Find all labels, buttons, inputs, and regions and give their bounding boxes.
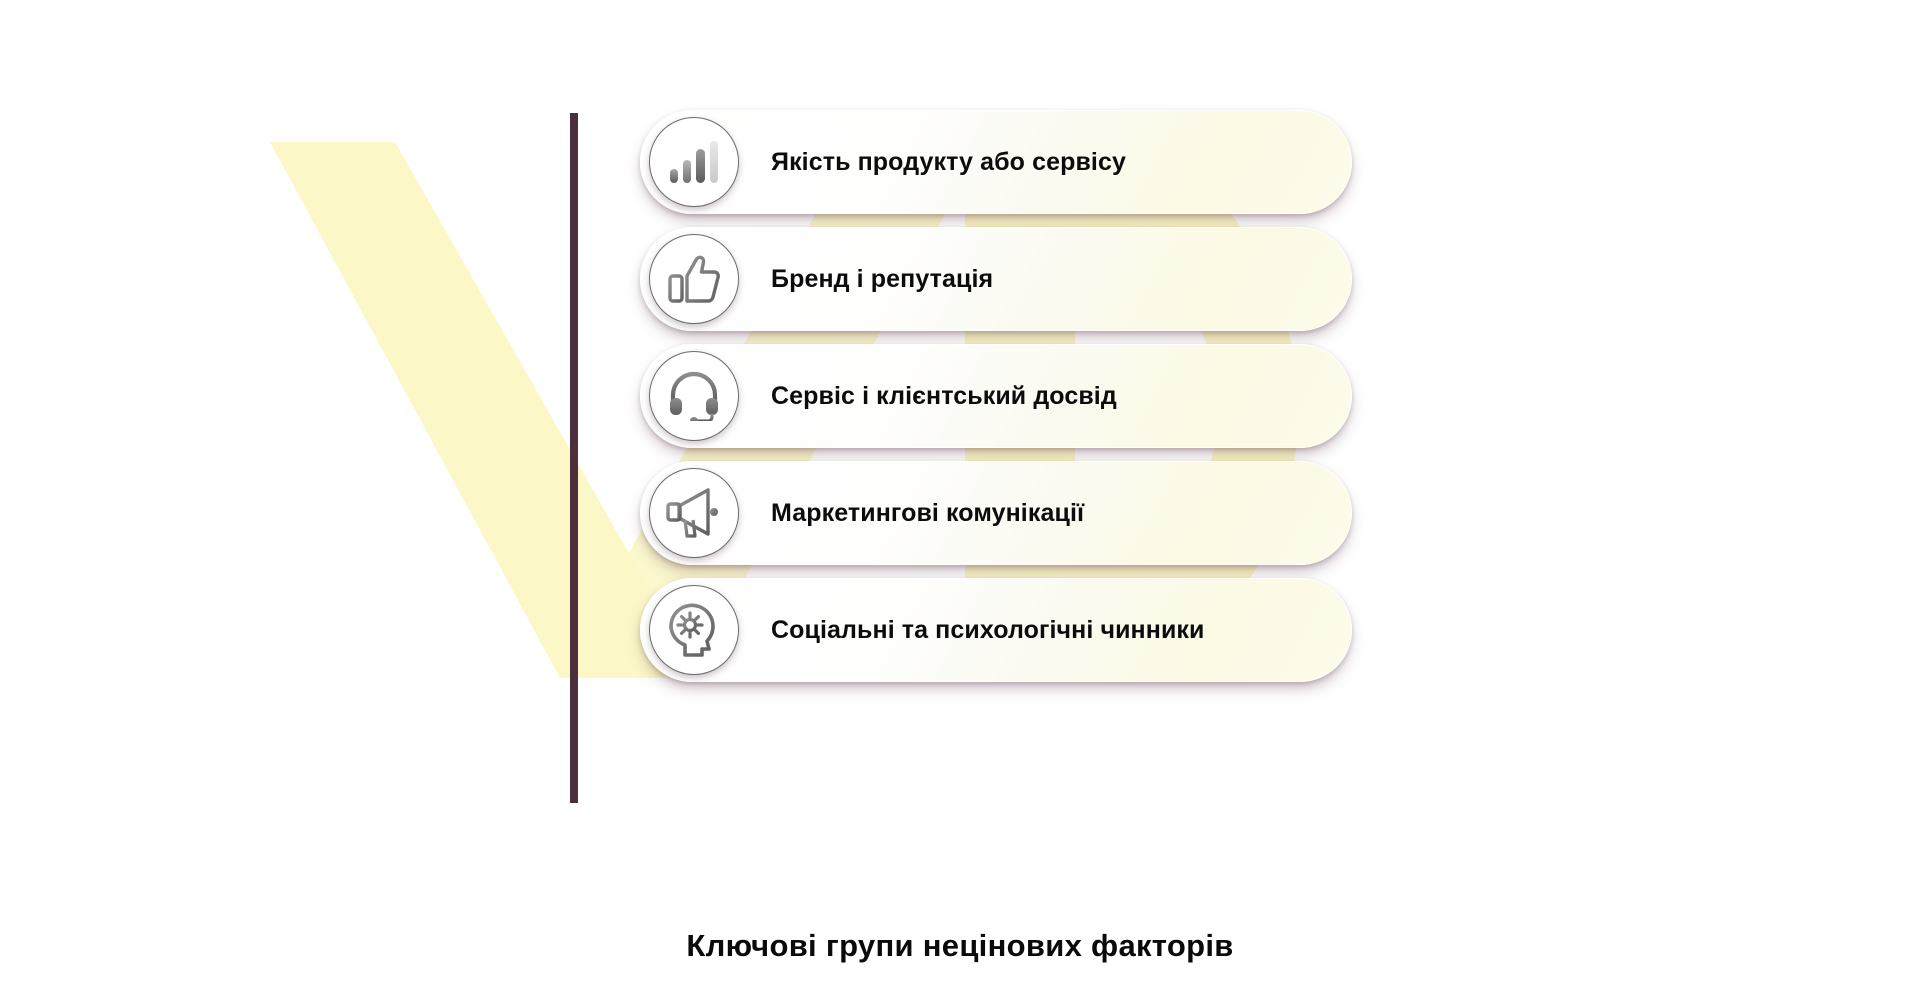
factor-card[interactable]: Маркетингові комунікації <box>640 461 1352 565</box>
megaphone-icon <box>649 468 739 558</box>
factor-card-label: Якість продукту або сервісу <box>771 147 1126 176</box>
factor-card-label: Соціальні та психологічні чинники <box>771 615 1205 644</box>
thumbs-up-icon <box>649 234 739 324</box>
headset-icon <box>649 351 739 441</box>
head-gear-icon <box>649 585 739 675</box>
slide-caption: Ключові групи нецінових факторів <box>686 928 1234 963</box>
bar-chart-icon <box>649 117 739 207</box>
factor-card-label: Маркетингові комунікації <box>771 498 1085 527</box>
factor-card[interactable]: Якість продукту або сервісу <box>640 110 1352 214</box>
factor-card[interactable]: Бренд і репутація <box>640 227 1352 331</box>
vertical-accent-rail <box>570 113 578 803</box>
watermark-v-shape <box>270 142 700 678</box>
factor-card-label: Сервіс і клієнтський досвід <box>771 381 1117 410</box>
factor-card-list: Якість продукту або сервісу Бренд і репу… <box>640 110 1360 695</box>
factor-card[interactable]: Соціальні та психологічні чинники <box>640 578 1352 682</box>
factor-card[interactable]: Сервіс і клієнтський досвід <box>640 344 1352 448</box>
factor-card-label: Бренд і репутація <box>771 264 994 293</box>
